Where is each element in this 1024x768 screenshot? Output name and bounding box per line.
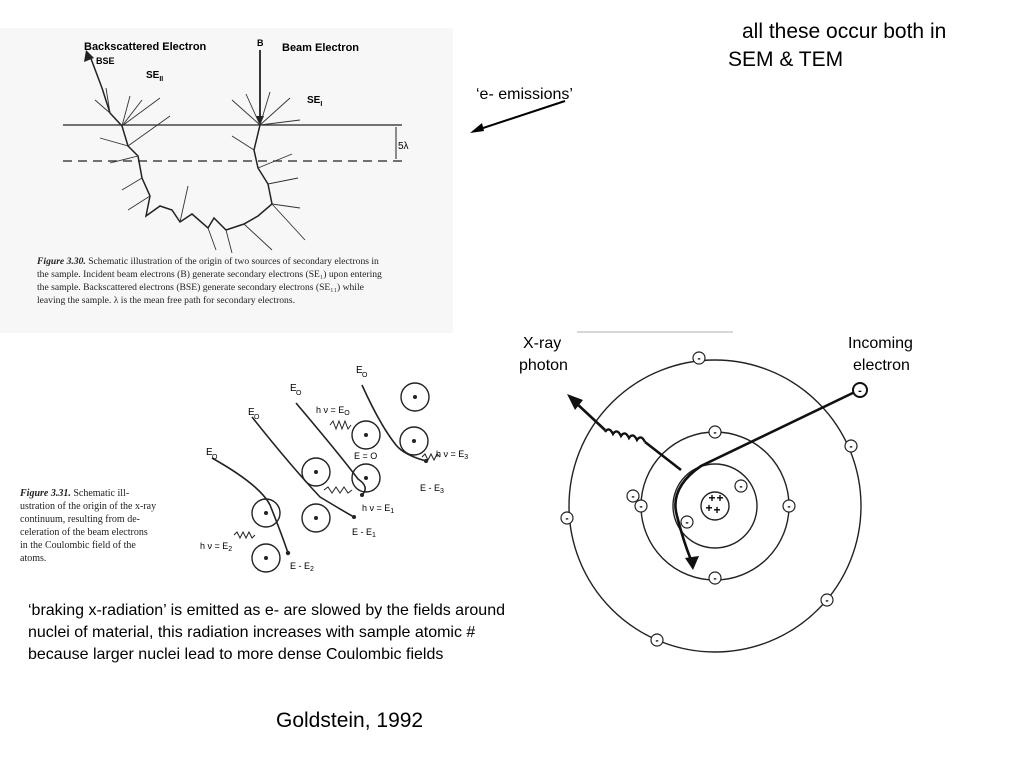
electron-sign: -: [849, 442, 852, 453]
label-se2: SEII: [146, 70, 163, 83]
note-both-sem-tem: all these occur both in SEM & TEM: [728, 18, 1018, 74]
label-beam-electron: Beam Electron: [282, 42, 359, 54]
svg-text:+: +: [705, 501, 712, 515]
figure-3-30-diagram: Backscattered Electron BSE SEII B Beam E…: [63, 38, 409, 254]
svg-text:+: +: [716, 491, 723, 505]
figure-3-31-panel: Figure 3.31. Schematic ill- ustration of…: [0, 345, 500, 585]
label-electron: electron: [853, 357, 910, 374]
electron-sign: -: [739, 482, 742, 493]
electron: [708, 425, 722, 439]
electron: [626, 489, 640, 503]
note-line-1: all these occur both in: [742, 20, 947, 43]
label-se1: SEI: [307, 95, 322, 108]
electron: [820, 593, 834, 607]
svg-text:E: E: [356, 365, 363, 376]
shell-electrons: ------------: [560, 351, 858, 647]
nucleus-protons: + + + +: [705, 491, 723, 517]
electron-sign: -: [639, 502, 642, 513]
svg-text:O: O: [362, 372, 368, 379]
svg-text:h ν = E1: h ν = E1: [362, 503, 394, 515]
svg-text:E: E: [206, 447, 213, 458]
photon-squiggles: [233, 419, 441, 540]
note-braking-radiation: ‘braking x-radiation’ is emitted as e- a…: [28, 602, 505, 663]
electron: [708, 571, 722, 585]
label-bse: BSE: [96, 56, 115, 66]
figure-3-30-title: Figure 3.30.: [37, 256, 86, 267]
note-emissions: ‘e- emissions’: [476, 86, 573, 103]
atom-diagram: X-ray photon Incoming electron - + + + +…: [519, 331, 913, 653]
electron: [844, 439, 858, 453]
electron: [560, 511, 574, 525]
svg-text:h ν = E2: h ν = E2: [200, 541, 232, 553]
electron-sign: -: [713, 574, 716, 585]
svg-text:E - E2: E - E2: [290, 561, 314, 573]
label-incoming: Incoming: [848, 335, 913, 352]
electron: [650, 633, 664, 647]
svg-text:O: O: [254, 414, 260, 421]
electron-sign: -: [713, 428, 716, 439]
electron-sign: -: [565, 514, 568, 525]
electron-sign: -: [685, 518, 688, 529]
svg-text:E: E: [248, 407, 255, 418]
svg-text:-: -: [858, 385, 862, 397]
secondary-electron-arrows: [94, 87, 306, 254]
svg-text:+: +: [708, 491, 715, 505]
electron-sign: -: [825, 596, 828, 607]
electron: [680, 515, 694, 529]
electron-sign: -: [787, 502, 790, 513]
figure-3-30-caption: Figure 3.30. Schematic illustration of t…: [37, 256, 382, 306]
label-photon: photon: [519, 357, 568, 374]
svg-text:E - E1: E - E1: [352, 527, 376, 539]
electron: [634, 499, 648, 513]
label-b: B: [257, 38, 264, 48]
svg-text:O: O: [296, 390, 302, 397]
electron: [782, 499, 796, 513]
svg-text:E: E: [290, 383, 297, 394]
svg-text:+: +: [713, 503, 720, 517]
atom-circle: [400, 382, 430, 412]
electron: [734, 479, 748, 493]
label-xray: X-ray: [523, 335, 561, 352]
svg-text:E = O: E = O: [354, 451, 377, 461]
incoming-electron: [852, 382, 868, 398]
svg-text:O: O: [212, 454, 218, 461]
electron: [692, 351, 706, 365]
figure-3-30-panel: Backscattered Electron BSE SEII B Beam E…: [0, 28, 453, 333]
citation: Goldstein, 1992: [276, 709, 424, 732]
svg-text:E - E3: E - E3: [420, 483, 444, 495]
electron-sign: -: [631, 492, 634, 503]
electron-sign: -: [697, 354, 700, 365]
xray-photon-wave: [604, 428, 647, 443]
figure-3-31-caption: Figure 3.31. Schematic ill- ustration of…: [20, 488, 157, 564]
svg-text:h ν = EO: h ν = EO: [316, 405, 350, 417]
svg-text:h ν = E3: h ν = E3: [436, 449, 468, 461]
emissions-arrow: [470, 100, 566, 133]
electron-sign: -: [655, 636, 658, 647]
label-5-lambda: 5λ: [398, 141, 409, 152]
electron-trajectories: [211, 384, 427, 554]
note-line-2: SEM & TEM: [728, 48, 844, 71]
figure-3-31-title: Figure 3.31.: [20, 488, 71, 499]
label-backscattered-electron: Backscattered Electron: [84, 41, 207, 53]
incoming-electron-path: [674, 388, 860, 561]
